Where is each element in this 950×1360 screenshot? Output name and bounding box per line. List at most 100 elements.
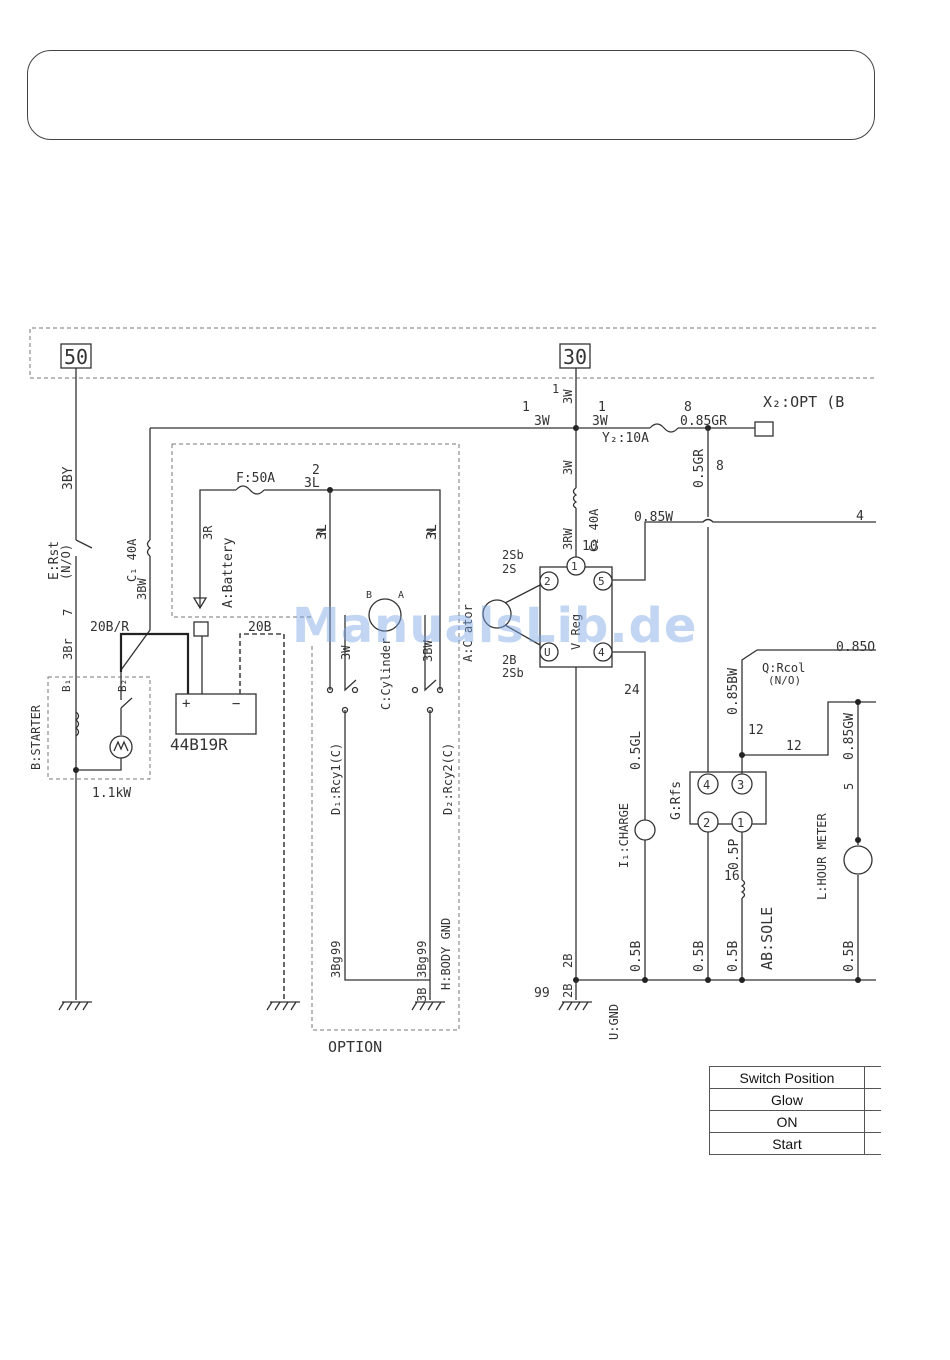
reg-pin-1 [566,556,586,576]
reg-pin-5 [593,571,613,591]
wire-f50a [199,489,441,690]
component-label: C₂ 40A [587,508,601,552]
component-label: L:HOUR METER [815,813,829,900]
component-label: A [398,590,404,601]
component-label: D₁:Rcy1(C) [329,743,343,815]
battery-connector [193,621,209,637]
rfs-pin-4 [697,773,719,795]
table-cell: ON [709,1110,865,1133]
component-label: (N/O) [768,674,801,687]
wire-label: 3W [561,460,575,475]
wire-label: 3W [534,414,550,429]
wire-label: 16 [724,869,740,884]
component-label: U:GND [607,1004,621,1040]
wire-label: 3L [315,524,330,540]
wire-alternator [504,584,541,646]
component-label: 44B19R [170,735,228,754]
wire-label: 99 [329,941,343,955]
rst-switch [75,539,93,549]
component-label: B:STARTER [29,704,43,770]
wire-label: 0.5B [692,941,707,972]
ground-symbol [558,1001,592,1011]
hour-meter-icon [843,845,873,875]
wire-label: 0.85GW [842,713,857,760]
x2-connector [754,421,774,437]
ground-symbol [411,1001,445,1011]
wire-label: 12 [786,739,802,754]
component-label: B [366,590,372,601]
contact [326,686,334,694]
battery-plus: + [182,696,190,712]
ground-symbol [58,1001,92,1011]
y2-fuse [649,423,679,433]
wire-label: 99 [415,941,429,955]
component-label: C₁ 40A [125,538,139,582]
component-label: X₂:OPT (B [763,393,844,411]
wire-label: 24 [624,683,640,698]
wire-label: 7 [61,609,75,616]
pin-label: 4 [598,646,605,659]
wire-label: 0.5B [629,941,644,972]
wire-label: 0.85O [836,640,875,655]
table-cell [864,1110,881,1133]
ground-symbol [266,1001,300,1011]
table-cell [864,1132,881,1155]
pin-label: 2 [544,575,551,588]
alternator-icon [482,599,512,629]
wire-label: 0.5GL [629,731,644,770]
table-cell [864,1066,881,1089]
wire-label: 1 [598,400,606,415]
wire-label: 4 [856,509,864,524]
wire-c1 [120,428,151,671]
wire-label: 3R [201,525,215,540]
table-cell [864,1088,881,1111]
wire-label: 2S [502,562,516,576]
table-row: Start [709,1132,881,1155]
junction-dot [855,699,861,705]
wire-label: 0.85BW [726,668,741,715]
wire-rcy1 [344,615,430,981]
wire-label: 1 [522,400,530,415]
wire-label: N [315,528,329,535]
watermark: ManualsLib.de [292,598,698,654]
arrow-down [192,597,208,610]
junction-dot [739,752,745,758]
c2-fuse [572,487,578,509]
starter-coil [74,711,80,737]
table-row: ON [709,1110,881,1133]
wire-085w [612,518,876,581]
battery-minus: − [232,696,240,712]
wire-label: 8 [716,459,724,474]
wire-label: 3L [425,524,440,540]
wire-label: 0.5B [842,941,857,972]
component-label: B₂ [116,679,129,692]
wire-label: 0.5GR [692,449,707,488]
motor-m-glyph [113,740,129,752]
title-box [27,50,875,140]
wire-label: 10 [582,539,598,554]
wire-label: 3W [561,389,575,404]
terminal-frame [29,327,876,379]
wire-label: 3Bg [329,956,343,978]
junction-dot [855,837,861,843]
component-label: F:50A [236,471,275,486]
table-header-row: Switch Position [709,1066,881,1089]
terminal-30-label: 30 [563,345,587,369]
wire-label: 20B/R [90,620,129,635]
wire-label: 2 [312,463,320,478]
wire-label: 3Br [61,638,75,660]
contact [411,686,419,694]
wire-label: 2Sb [502,548,524,562]
wire-rcy2 [424,615,437,1000]
wire-label: 0.5P [727,839,742,870]
reg-pin-u [539,642,559,662]
junction-dot [642,977,648,983]
component-label: V Reg [569,614,583,650]
component-label: A:Battery [221,537,236,608]
table-cell: Start [709,1132,865,1155]
wire-motor-return [76,758,122,771]
wire-label: 5 [842,783,856,790]
component-label: G:Rfs [669,781,684,820]
battery-dash-area [172,443,460,1031]
